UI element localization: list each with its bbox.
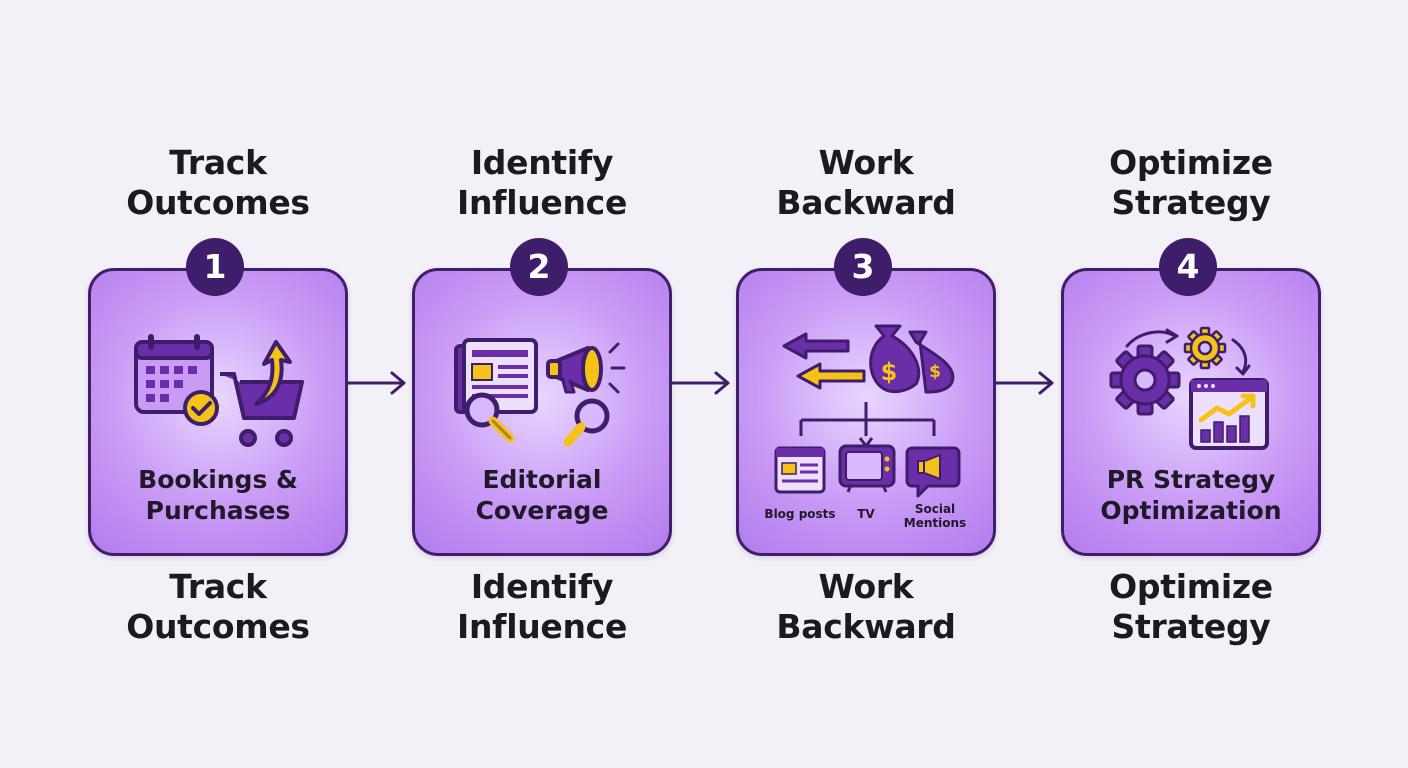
arrow-1-to-2 [346, 371, 406, 395]
step-2-number-badge: 2 [510, 238, 568, 296]
step-4-icons [1061, 320, 1321, 460]
cycle-arrows-icon [1125, 328, 1251, 376]
channel-label-blog-posts: Blog posts [764, 507, 836, 521]
left-arrows-icon [782, 332, 866, 390]
tv-icon [838, 437, 896, 493]
step-1-card [88, 268, 348, 556]
step-1-title-bottom: Track Outcomes [126, 567, 310, 646]
magnifier-icon [464, 392, 515, 443]
step-4-title-top: Optimize Strategy [1109, 143, 1273, 222]
step-2-card [412, 268, 672, 556]
step-1-icons [88, 320, 348, 460]
step-1-card-label: Bookings & Purchases [138, 465, 298, 525]
growth-chart-icon [1189, 378, 1269, 450]
channel-label-social: Social [914, 502, 956, 516]
svg-text:$: $ [929, 362, 941, 382]
step-2-title-top: Identify Influence [456, 143, 628, 222]
arrow-3-to-4 [994, 371, 1054, 395]
step-4-card-label: PR Strategy Optimization [1100, 465, 1282, 525]
step-2-card-label: Editorial Coverage [475, 465, 609, 525]
step-3-title-top: Work Backward [776, 143, 956, 222]
money-bags-icon: $ $ [869, 324, 955, 394]
gear-icon [1109, 344, 1181, 416]
step-2-title-bottom: Identify Influence [456, 567, 628, 646]
arrow-2-to-3 [670, 371, 730, 395]
checkmark-icon [183, 390, 219, 426]
step-3-number-badge: 3 [834, 238, 892, 296]
svg-text:$: $ [881, 358, 898, 386]
megaphone-icon [546, 342, 626, 394]
step-4-number-badge: 4 [1159, 238, 1217, 296]
step-4-title-bottom: Optimize Strategy [1109, 567, 1273, 646]
shopping-cart-icon [220, 372, 304, 447]
social-megaphone-icon [905, 446, 961, 498]
step-2-icons [412, 320, 672, 460]
blog-window-icon [774, 446, 826, 494]
step-1-title-top: Track Outcomes [126, 143, 310, 222]
connector-lines [799, 402, 936, 436]
upward-arrow-icon [254, 340, 292, 406]
gear-icon [1183, 326, 1227, 370]
channel-label-tv: TV [857, 507, 875, 521]
step-3-title-bottom: Work Backward [776, 567, 956, 646]
step-1-number-badge: 1 [186, 238, 244, 296]
magnifier-icon [563, 398, 610, 447]
channel-label-mentions: Mentions [903, 516, 967, 530]
step-3-icons: $ $ [736, 322, 996, 498]
